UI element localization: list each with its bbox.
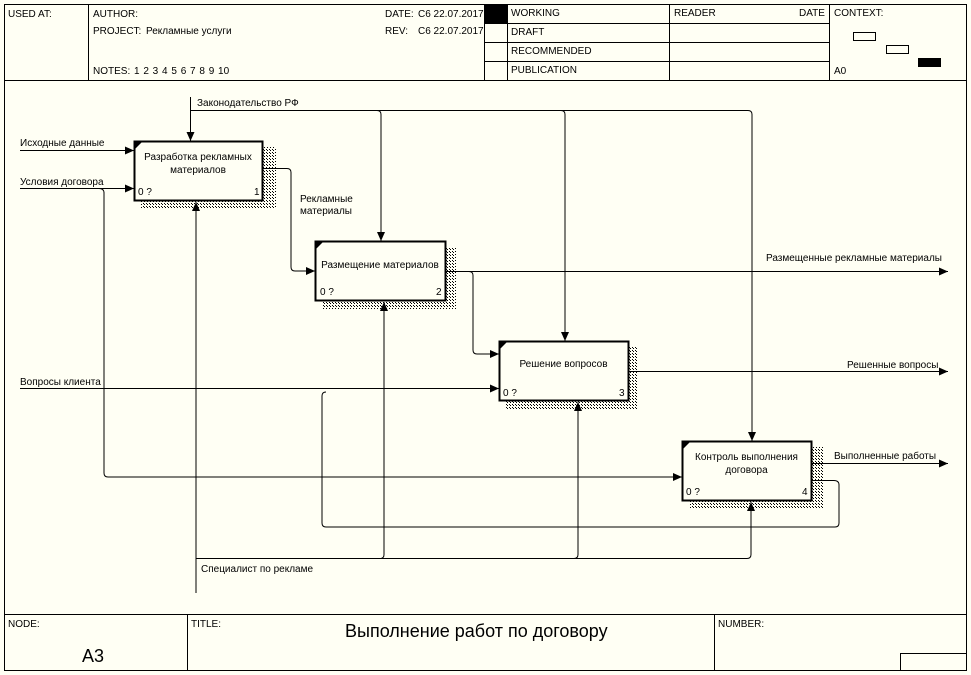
context-node: A0 <box>834 66 847 77</box>
reader-label: READER <box>674 8 716 19</box>
diagram-title: Выполнение работ по договору <box>345 621 608 641</box>
box-1-label: Разработка рекламных материалов <box>144 152 252 176</box>
project-name: Рекламные услуги <box>146 26 232 37</box>
label-placed-materials: Размещенные рекламные материалы <box>766 253 942 264</box>
box-3-cost: 0 ? <box>503 388 517 399</box>
box-4-label: Контроль выполнения договора <box>695 452 798 476</box>
label-contract-terms: Условия договора <box>20 177 104 188</box>
status-working: WORKING <box>511 8 560 19</box>
arrow-law-to-4 <box>561 110 756 441</box>
header-frame <box>4 4 967 81</box>
label-client-questions: Вопросы клиента <box>20 377 101 388</box>
activity-box-3 <box>498 340 638 409</box>
label-law: Законодательство РФ <box>197 98 299 109</box>
footer-frame <box>4 614 967 671</box>
box-1-cost: 0 ? <box>138 187 152 198</box>
used-at-label: USED AT: <box>8 9 52 20</box>
author-label: AUTHOR: <box>93 9 138 20</box>
rev-label: REV: <box>385 26 408 37</box>
arrow-contract-to-4 <box>98 188 682 481</box>
arrow-specialist-to-2 <box>196 302 388 559</box>
arrow-placed-to-3 <box>446 271 499 358</box>
rev-value: C6 22.07.2017 <box>418 26 484 37</box>
reader-date-label: DATE <box>799 8 825 19</box>
box-4-number: 4 <box>802 487 808 498</box>
label-completed-work: Выполненные работы <box>834 451 937 462</box>
arrow-specialist-to-3 <box>380 402 582 559</box>
date-label: DATE: <box>385 9 414 20</box>
title-label: TITLE: <box>191 619 222 630</box>
activity-box-1 <box>133 140 276 209</box>
box-3-number: 3 <box>619 388 625 399</box>
box-1-number: 1 <box>254 187 260 198</box>
notes-label: NOTES: <box>93 66 131 77</box>
box-2-cost: 0 ? <box>320 287 334 298</box>
box-3-label: Решение вопросов <box>519 359 608 370</box>
status-publication: PUBLICATION <box>511 65 577 76</box>
activity-box-2 <box>314 240 456 309</box>
label-specialist: Специалист по рекламе <box>201 564 314 575</box>
status-draft: DRAFT <box>511 27 545 38</box>
working-status-marker <box>485 5 507 23</box>
status-recommended: RECOMMENDED <box>511 46 592 57</box>
label-initial-data: Исходные данные <box>20 138 105 149</box>
project-label: PROJECT: <box>93 26 142 37</box>
box-4-cost: 0 ? <box>686 487 700 498</box>
label-solved-questions: Решенные вопросы <box>847 360 939 371</box>
label-ad-materials: Рекламные материалы <box>300 194 353 217</box>
number-label: NUMBER: <box>718 619 765 630</box>
arrow-specialist-to-4 <box>574 502 755 559</box>
notes-numbers: 1 2 3 4 5 6 7 8 9 10 <box>134 66 230 77</box>
node-value: A3 <box>82 646 105 666</box>
arrow-ad-materials <box>262 168 315 275</box>
activity-box-4 <box>681 440 823 509</box>
node-label: NODE: <box>8 619 40 630</box>
box-2-number: 2 <box>436 287 442 298</box>
context-label: CONTEXT: <box>834 8 884 19</box>
context-thumbnail <box>853 32 941 67</box>
arrow-feedback-loop <box>321 391 840 528</box>
outer-frame <box>4 4 967 671</box>
box-2-label: Размещение материалов <box>321 260 439 271</box>
date-value: C6 22.07.2017 <box>418 9 484 20</box>
